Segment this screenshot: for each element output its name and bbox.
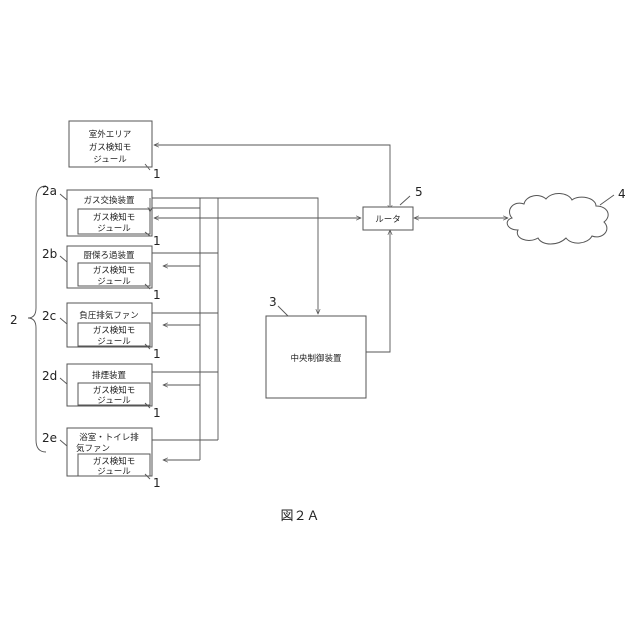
bus-to-central-controller (152, 198, 318, 314)
central-controller-ref: 3 (269, 295, 277, 309)
link-outdoor-router (154, 145, 390, 210)
device-2c-module-ref: 1 (153, 347, 161, 361)
device-2d-ref: 2d (42, 369, 57, 383)
central-controller-label: 中央制御装置 (290, 353, 342, 364)
cloud-ref: 4 (618, 187, 626, 201)
device-2c-ref: 2c (42, 309, 56, 323)
router: ルータ 5 (363, 185, 423, 230)
router-ref: 5 (415, 185, 423, 199)
link-controller-router (366, 230, 390, 352)
device-2c-name-1: 負圧排気ファン (79, 310, 139, 321)
device-2e-name-1: 浴室・トイレ排 (79, 432, 139, 443)
outdoor-module-line-1: 室外エリア (89, 129, 132, 140)
device-kitchen-filter: 厨傑ろ過装置 ガス検知モ ジュール 2b 1 (42, 246, 161, 302)
device-2e-module-1: ガス検知モ (93, 456, 136, 467)
device-2e-module-ref: 1 (153, 476, 161, 490)
central-controller: 中央制御装置 3 (266, 295, 366, 398)
device-2d-module-2: ジュール (97, 396, 131, 406)
outdoor-module-line-2: ガス検知モ (89, 142, 132, 153)
router-label: ルータ (375, 215, 401, 225)
device-2e-leader (60, 440, 67, 446)
outdoor-module-ref: 1 (153, 167, 161, 181)
device-2c-module-2: ジュール (97, 337, 131, 347)
device-2e-name-2: 気ファン (76, 443, 110, 454)
central-controller-leader (278, 306, 288, 316)
device-2a-leader (60, 194, 67, 200)
device-2d-module-1: ガス検知モ (93, 385, 136, 396)
device-2a-module-ref: 1 (153, 234, 161, 248)
cloud: 4 (507, 187, 625, 244)
outdoor-gas-module: 室外エリア ガス検知モ ジュール 1 (69, 121, 161, 181)
device-2b-leader (60, 256, 67, 262)
device-2c-module-1: ガス検知モ (93, 325, 136, 336)
cloud-leader (600, 195, 614, 205)
device-2a-ref: 2a (42, 184, 57, 198)
device-2a-name-1: ガス交換装置 (83, 195, 135, 206)
device-2a-module-2: ジュール (97, 224, 131, 234)
device-2e-ref: 2e (42, 431, 57, 445)
device-gas-exchange: ガス交換装置 ガス検知モ ジュール 2a 1 (42, 184, 161, 248)
device-bathroom-fan: 浴室・トイレ排 気ファン ガス検知モ ジュール 2e 1 (42, 428, 161, 490)
cloud-shape (507, 193, 608, 244)
device-negative-pressure-fan: 負圧排気ファン ガス検知モ ジュール 2c 1 (42, 303, 161, 361)
device-2e-module-2: ジュール (97, 467, 131, 477)
figure-caption: 図２Ａ (280, 509, 319, 524)
device-2d-module-ref: 1 (153, 406, 161, 420)
device-2d-leader (60, 378, 67, 384)
device-2b-name-1: 厨傑ろ過装置 (83, 250, 135, 261)
outdoor-module-line-3: ジュール (93, 155, 127, 165)
device-2a-module-1: ガス検知モ (93, 212, 136, 223)
device-2b-module-ref: 1 (153, 288, 161, 302)
group-ref: 2 (10, 313, 18, 327)
device-smoke-exhaust: 排煙装置 ガス検知モ ジュール 2d 1 (42, 364, 161, 420)
device-2d-name-1: 排煙装置 (92, 370, 127, 381)
device-group: 2 (10, 186, 46, 452)
device-2b-module-2: ジュール (97, 277, 131, 287)
device-2b-module-1: ガス検知モ (93, 265, 136, 276)
device-2c-leader (60, 318, 67, 324)
device-2b-ref: 2b (42, 247, 57, 261)
router-leader (400, 196, 410, 205)
